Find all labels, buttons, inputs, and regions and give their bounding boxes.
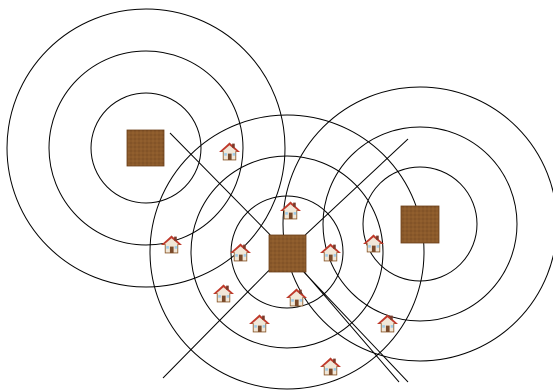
station-a-rings (6, 8, 286, 288)
house-icon (286, 288, 307, 307)
sector-line-lower-right (299, 267, 409, 383)
house-icon (161, 235, 182, 254)
station-a-ring-3 (6, 8, 286, 288)
house-icon (219, 142, 240, 161)
sector-line-upper-left (169, 132, 288, 253)
house-icon (213, 284, 234, 303)
station-c-icon (400, 205, 440, 244)
station-c (400, 205, 440, 244)
station-a (126, 129, 165, 167)
station-a-ring-2 (48, 50, 244, 246)
station-b-ring-1 (230, 195, 344, 309)
station-b-ring-3 (149, 114, 425, 390)
house-icon (320, 243, 341, 262)
station-b-ring-2 (190, 155, 384, 349)
station-c-ring-2 (322, 126, 518, 322)
house-icon (249, 314, 270, 333)
station-a-icon (126, 129, 165, 167)
house-icon (320, 357, 341, 376)
station-b-icon (268, 234, 307, 273)
house-icon (363, 234, 384, 253)
station-c-rings (282, 86, 553, 362)
station-b (268, 234, 307, 273)
station-c-ring-1 (362, 166, 478, 282)
station-b-rings (149, 114, 425, 390)
sector-line-lower-left (162, 251, 288, 379)
house-icon (230, 243, 251, 262)
station-a-ring-1 (90, 92, 202, 204)
sector-line-upper-right (286, 138, 409, 253)
station-c-ring-3 (282, 86, 553, 362)
sector-lines (162, 132, 409, 383)
